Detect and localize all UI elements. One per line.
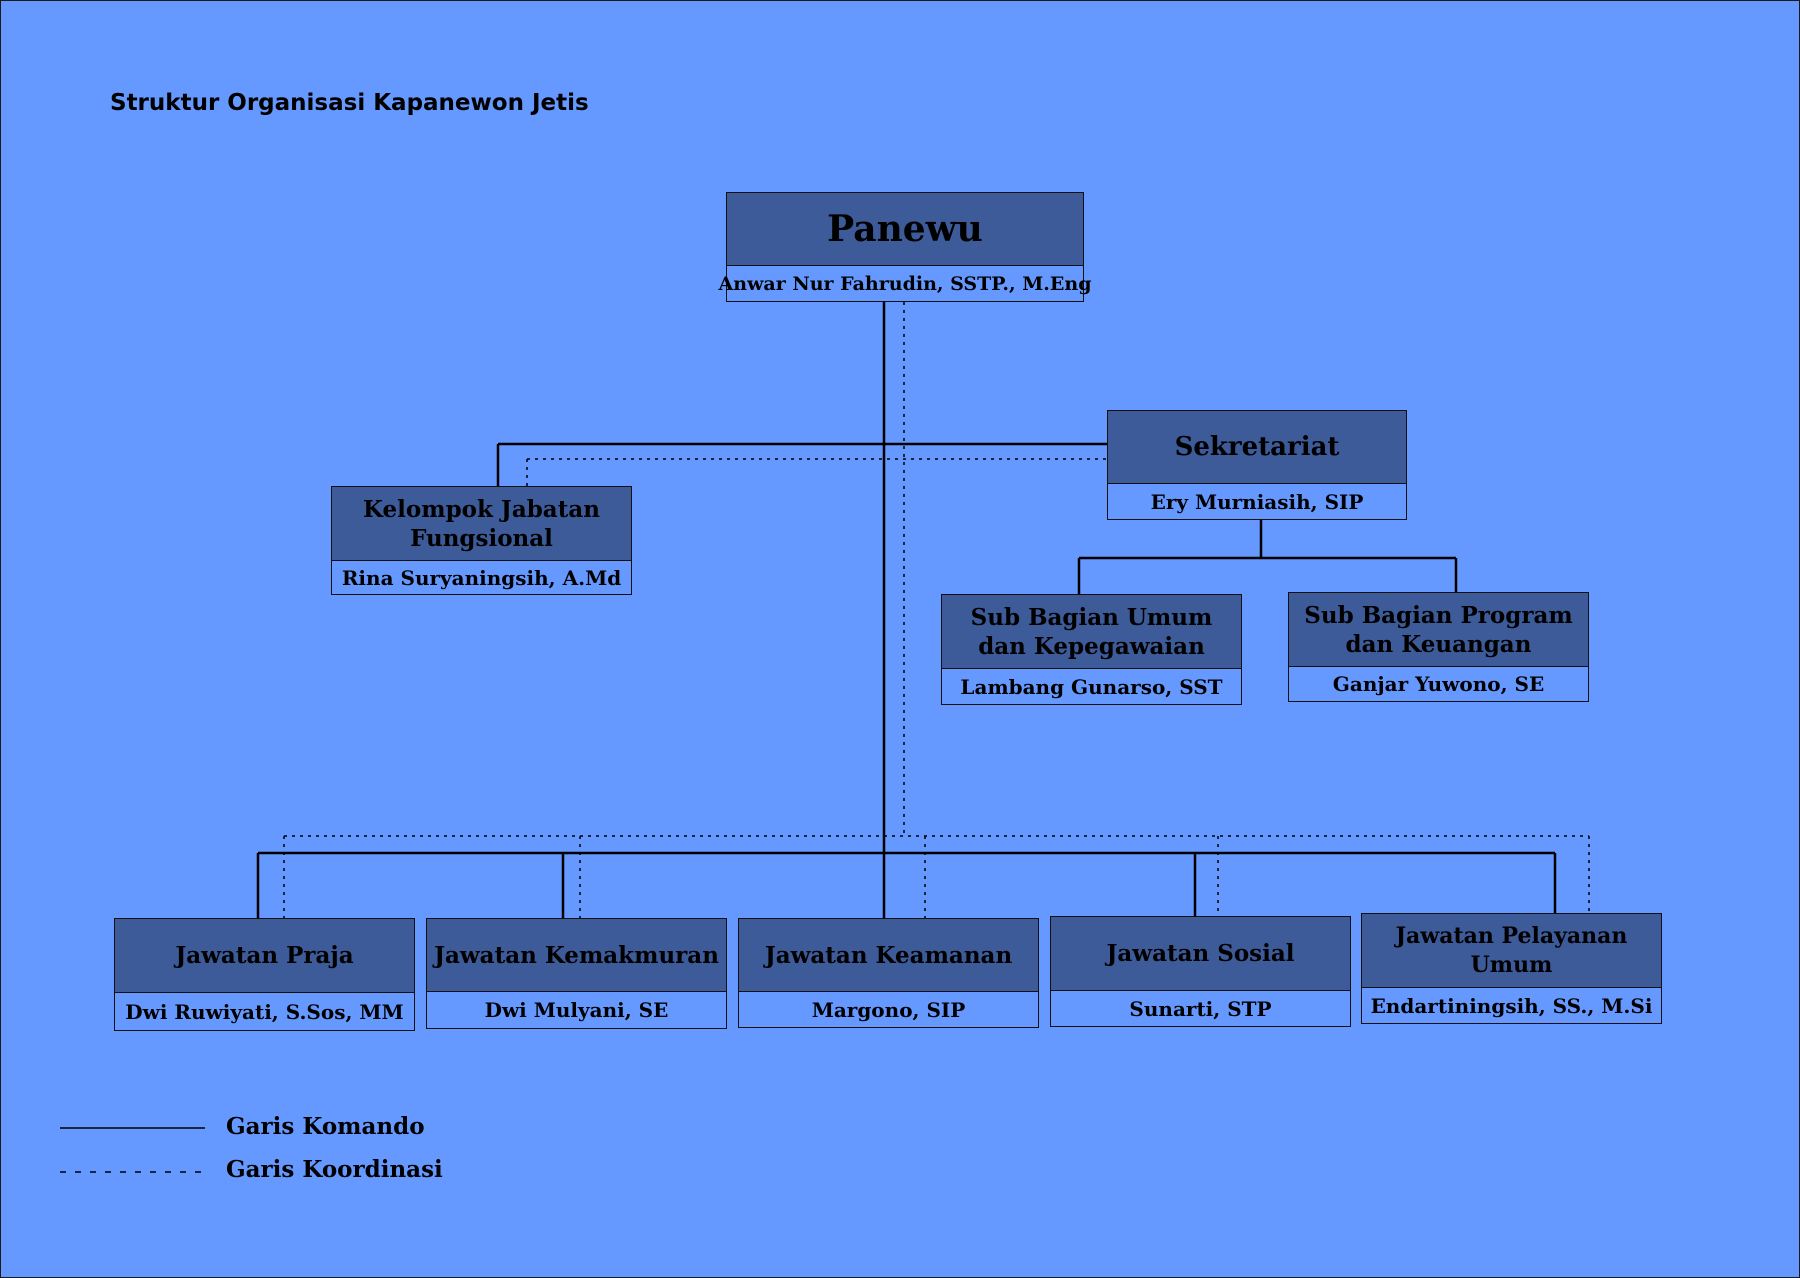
- unit-person: Sunarti, STP: [1129, 996, 1272, 1021]
- unit-box-jawatan-keamanan: Jawatan Keamanan Margono, SIP: [738, 918, 1039, 1028]
- unit-person: Ery Murniasih, SIP: [1150, 489, 1364, 514]
- unit-box-jawatan-pelayanan-umum: Jawatan Pelayanan Umum Endartiningsih, S…: [1361, 913, 1662, 1024]
- unit-role: Jawatan Kemakmuran: [427, 919, 726, 992]
- coordination-lines: [283, 302, 1590, 918]
- unit-role: Jawatan Pelayanan Umum: [1362, 914, 1661, 988]
- unit-box-kelompok-jabatan-fungsional: Kelompok Jabatan Fungsional Rina Suryani…: [331, 486, 632, 595]
- unit-box-jawatan-kemakmuran: Jawatan Kemakmuran Dwi Mulyani, SE: [426, 918, 727, 1029]
- unit-person: Dwi Mulyani, SE: [484, 998, 669, 1022]
- unit-box-jawatan-praja: Jawatan Praja Dwi Ruwiyati, S.Sos, MM: [114, 918, 415, 1031]
- unit-person: Margono, SIP: [811, 997, 966, 1022]
- unit-person: Ganjar Yuwono, SE: [1332, 672, 1545, 696]
- unit-person: Anwar Nur Fahrudin, SSTP., M.Eng: [718, 272, 1092, 295]
- chart-title: Struktur Organisasi Kapanewon Jetis: [110, 90, 589, 116]
- unit-box-jawatan-sosial: Jawatan Sosial Sunarti, STP: [1050, 916, 1351, 1027]
- unit-person: Dwi Ruwiyati, S.Sos, MM: [125, 999, 404, 1024]
- unit-role: Jawatan Praja: [115, 919, 414, 993]
- unit-person: Endartiningsih, SS., M.Si: [1370, 993, 1653, 1018]
- unit-box-panewu: Panewu Anwar Nur Fahrudin, SSTP., M.Eng: [718, 192, 1092, 302]
- unit-role: Jawatan Sosial: [1051, 917, 1350, 991]
- unit-box-subbag-program: Sub Bagian Program dan Keuangan Ganjar Y…: [1288, 592, 1589, 702]
- unit-person: Lambang Gunarso, SST: [960, 674, 1223, 699]
- unit-role: Panewu: [727, 193, 1083, 266]
- unit-box-subbag-umum: Sub Bagian Umum dan Kepegawaian Lambang …: [941, 594, 1242, 705]
- legend-command-label: Garis Komando: [226, 1113, 425, 1140]
- unit-person: Rina Suryaningsih, A.Md: [341, 565, 622, 590]
- unit-box-sekretariat: Sekretariat Ery Murniasih, SIP: [1107, 410, 1407, 520]
- unit-role: Sub Bagian Program dan Keuangan: [1289, 593, 1588, 667]
- legend-coordination-label: Garis Koordinasi: [226, 1156, 443, 1183]
- unit-role: Kelompok Jabatan Fungsional: [332, 487, 631, 561]
- unit-role: Jawatan Keamanan: [739, 919, 1038, 992]
- unit-role: Sekretariat: [1108, 411, 1406, 484]
- command-lines: [256, 302, 1557, 918]
- unit-role: Sub Bagian Umum dan Kepegawaian: [942, 595, 1241, 669]
